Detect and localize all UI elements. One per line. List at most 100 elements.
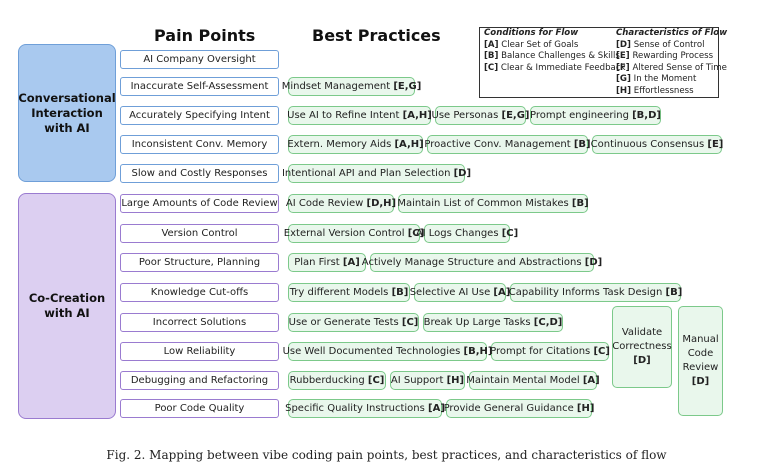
- tall-practice-line: Validate: [621, 327, 663, 338]
- characteristic-code: [D]: [616, 39, 631, 50]
- flow-code: [D]: [633, 355, 651, 366]
- characteristic-item: [G] In the Moment: [616, 74, 727, 86]
- pain-point: Poor Code Quality: [120, 399, 279, 418]
- flow-code: [H]: [576, 403, 595, 414]
- best-practices-header: Best Practices: [312, 26, 441, 45]
- best-practice: Plan First [A]: [288, 253, 366, 272]
- pain-point: Large Amounts of Code Review: [120, 194, 279, 213]
- best-practice-text: Use or Generate Tests: [288, 317, 402, 328]
- characteristic-code: [E]: [616, 51, 630, 62]
- best-practice-text: Maintain Mental Model: [466, 375, 583, 386]
- pain-points-header: Pain Points: [154, 26, 256, 45]
- category-co-creation: Co-Creation with AI: [18, 193, 116, 419]
- flow-code: [D]: [453, 168, 472, 179]
- flow-code: [B]: [665, 287, 683, 298]
- characteristic-item: [H] Effortlessness: [616, 86, 727, 98]
- flow-code: [B]: [391, 287, 409, 298]
- best-practice: Use AI to Refine Intent [A,H]: [287, 106, 432, 125]
- pain-point: Poor Structure, Planning: [120, 253, 279, 272]
- best-practice: Maintain List of Common Mistakes [B]: [397, 194, 589, 213]
- best-practice-text: Use Personas: [431, 110, 502, 121]
- best-practice-text: Prompt engineering: [530, 110, 633, 121]
- pain-point: AI Company Oversight: [120, 50, 279, 69]
- flow-code: [B]: [573, 139, 591, 150]
- best-practice-text: Plan First: [294, 257, 343, 268]
- best-practice-text: Maintain List of Common Mistakes: [397, 198, 572, 209]
- best-practice-text: Intentional API and Plan Selection: [281, 168, 454, 179]
- condition-item: [B] Balance Challenges & Skills: [484, 51, 626, 63]
- best-practice: Mindset Management [E,G]: [282, 77, 421, 96]
- pain-point: Slow and Costly Responses: [120, 164, 279, 183]
- best-practice-text: Capability Informs Task Design: [508, 287, 666, 298]
- flow-code: [C]: [407, 228, 425, 239]
- condition-text: Clear & Immediate Feedback: [498, 62, 626, 73]
- tall-practice-line: Manual: [682, 334, 719, 345]
- best-practice: Proactive Conv. Management [B]: [424, 135, 591, 154]
- pain-point: Incorrect Solutions: [120, 313, 279, 332]
- flow-code: [D,H]: [366, 198, 397, 209]
- condition-code: [A]: [484, 39, 499, 50]
- best-practice-text: Use AI to Refine Intent: [287, 110, 403, 121]
- best-practice-text: Try different Models: [289, 287, 392, 298]
- characteristic-item: [D] Sense of Control: [616, 40, 727, 52]
- pain-point: Debugging and Refactoring: [120, 371, 279, 390]
- best-practice: Break Up Large Tasks [C,D]: [423, 313, 563, 332]
- best-practice: Intentional API and Plan Selection [D]: [282, 164, 471, 183]
- figure-caption: Fig. 2. Mapping between vibe coding pain…: [106, 448, 667, 462]
- characteristics-list: Characteristics of Flow [D] Sense of Con…: [616, 28, 727, 98]
- flow-code: [E]: [707, 139, 724, 150]
- flow-code: [C]: [501, 228, 519, 239]
- best-practice: Prompt for Citations [C]: [490, 342, 610, 361]
- pain-point: Inconsistent Conv. Memory: [120, 135, 279, 154]
- flow-code: [A,H]: [402, 110, 432, 121]
- best-practice-text: Provide General Guidance: [443, 403, 577, 414]
- flow-code: [B]: [571, 198, 589, 209]
- best-practice: Continuous Consensus [E]: [591, 135, 724, 154]
- best-practice-text: Selective AI Use: [409, 287, 494, 298]
- characteristics-title: Characteristics of Flow: [616, 28, 728, 38]
- flow-legend: Conditions for Flow [A] Clear Set of Goa…: [479, 27, 727, 98]
- best-practice: Extern. Memory Aids [A,H]: [287, 135, 424, 154]
- best-practice-text: Extern. Memory Aids: [287, 139, 395, 150]
- flow-code: [A]: [342, 257, 360, 268]
- best-practice: Specific Quality Instructions [A]: [285, 399, 445, 418]
- best-practice-text: Rubberducking: [289, 375, 368, 386]
- best-practice-text: Use Well Documented Technologies: [282, 346, 464, 357]
- tall-practice-line: Review: [682, 362, 719, 373]
- best-practice: Provide General Guidance [H]: [443, 399, 595, 418]
- best-practice: Use Personas [E,G]: [431, 106, 529, 125]
- flow-code: [B,H]: [463, 346, 493, 357]
- characteristic-text: Altered Sense of Time: [629, 62, 727, 73]
- flow-code: [A]: [582, 375, 600, 386]
- condition-item: [C] Clear & Immediate Feedback: [484, 63, 626, 75]
- best-practice-text: Actively Manage Structure and Abstractio…: [361, 257, 585, 268]
- characteristic-code: [H]: [616, 85, 632, 96]
- best-practice: Maintain Mental Model [A]: [466, 371, 600, 390]
- characteristic-text: Rewarding Process: [629, 51, 714, 62]
- pain-point: Inaccurate Self-Assessment: [120, 77, 279, 96]
- conditions-list: Conditions for Flow [A] Clear Set of Goa…: [484, 28, 626, 74]
- pain-point: Version Control: [120, 224, 279, 243]
- best-practice: Selective AI Use [A]: [410, 283, 510, 302]
- flow-code: [H]: [446, 375, 465, 386]
- best-practice-text: AI Code Review: [285, 198, 367, 209]
- flow-code: [E,G]: [393, 81, 422, 92]
- flow-code: [A,H]: [394, 139, 424, 150]
- characteristic-text: In the Moment: [630, 74, 697, 85]
- flow-code: [D]: [584, 257, 603, 268]
- flow-code: [C]: [593, 346, 610, 357]
- condition-text: Balance Challenges & Skills: [498, 51, 620, 62]
- best-practice: Rubberducking [C]: [288, 371, 386, 390]
- best-practice: Use or Generate Tests [C]: [288, 313, 419, 332]
- pain-point: Knowledge Cut-offs: [120, 283, 279, 302]
- flow-code: [C,D]: [533, 317, 563, 328]
- flow-code: [A]: [493, 287, 511, 298]
- characteristic-code: [G]: [616, 74, 631, 85]
- condition-item: [A] Clear Set of Goals: [484, 40, 626, 52]
- best-practice-text: Proactive Conv. Management: [424, 139, 574, 150]
- pain-point: Accurately Specifying Intent: [120, 106, 279, 125]
- best-practice: Capability Informs Task Design [B]: [508, 283, 683, 302]
- best-practice-text: Break Up Large Tasks: [423, 317, 534, 328]
- best-practice-text: AI Logs Changes: [415, 228, 502, 239]
